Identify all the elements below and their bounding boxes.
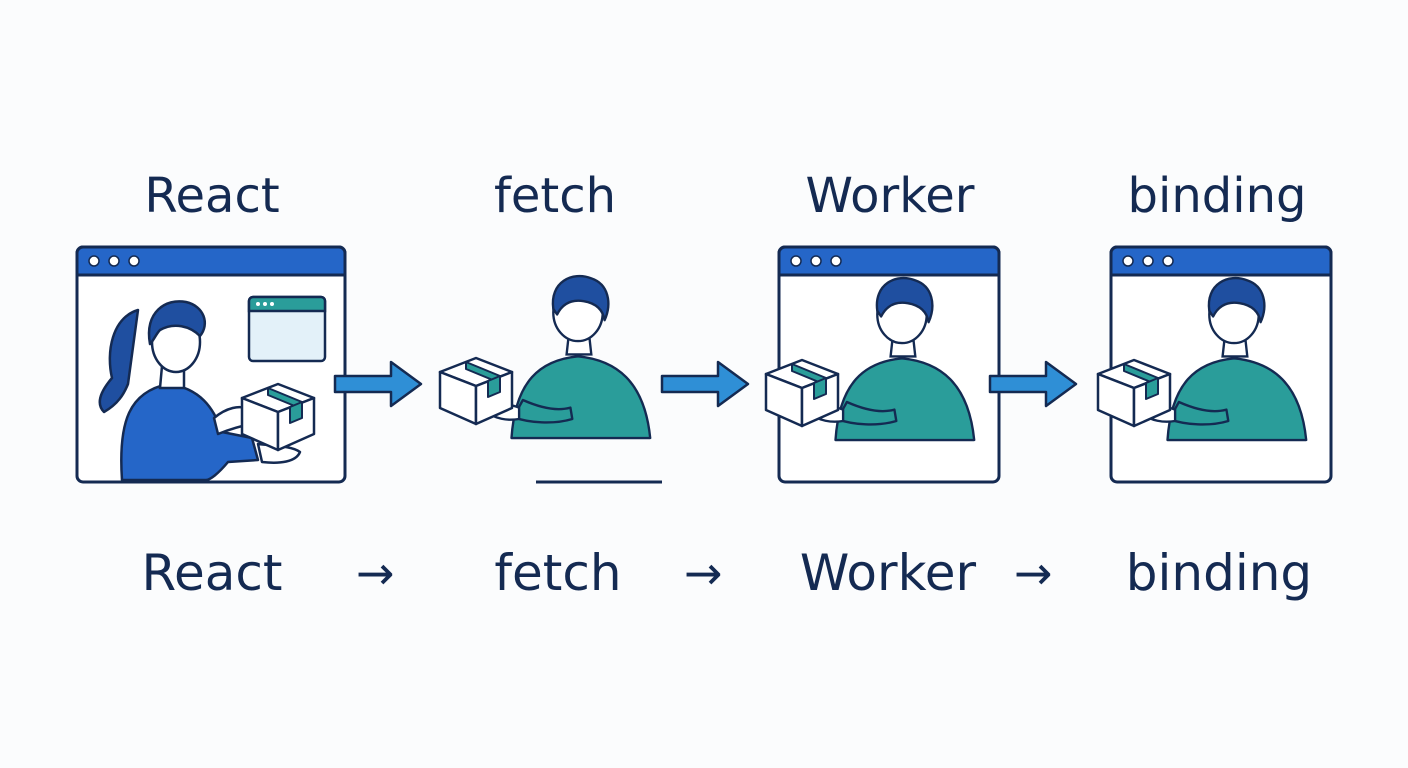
flow-label-fetch: fetch [494, 544, 622, 602]
package-icon [1096, 358, 1172, 428]
flow-arrow-icon: → [684, 546, 723, 600]
step-label-worker: Worker [805, 168, 975, 224]
mini-browser-icon [247, 295, 327, 363]
step-label-fetch: fetch [493, 168, 617, 224]
window-dot-icon [1162, 255, 1174, 267]
react-window [75, 245, 347, 484]
worker-window [764, 245, 1001, 484]
binding-window [1096, 245, 1333, 484]
person-figure [485, 274, 652, 440]
arrow-worker-to-binding [988, 360, 1078, 408]
flow-label-react: React [141, 544, 283, 602]
arrow-react-to-fetch [333, 360, 423, 408]
step-label-react: React [144, 168, 280, 224]
woman-figure [98, 300, 302, 482]
window-dot-icon [830, 255, 842, 267]
window-dot-icon [88, 255, 100, 267]
window-dot-icon [810, 255, 822, 267]
fetch-scene [438, 274, 662, 484]
window-dot-icon [1142, 255, 1154, 267]
flow-arrow-icon: → [356, 546, 395, 600]
step-label-binding: binding [1127, 168, 1307, 224]
package-icon [240, 382, 316, 452]
window-dot-icon [790, 255, 802, 267]
flow-label-worker: Worker [799, 544, 977, 602]
package-icon [438, 356, 514, 426]
window-dot-icon [128, 255, 140, 267]
arrow-fetch-to-worker [660, 360, 750, 408]
flow-arrow-icon: → [1014, 546, 1053, 600]
package-icon [764, 358, 840, 428]
flow-label-binding: binding [1125, 544, 1313, 602]
window-dot-icon [108, 255, 120, 267]
window-dot-icon [1122, 255, 1134, 267]
